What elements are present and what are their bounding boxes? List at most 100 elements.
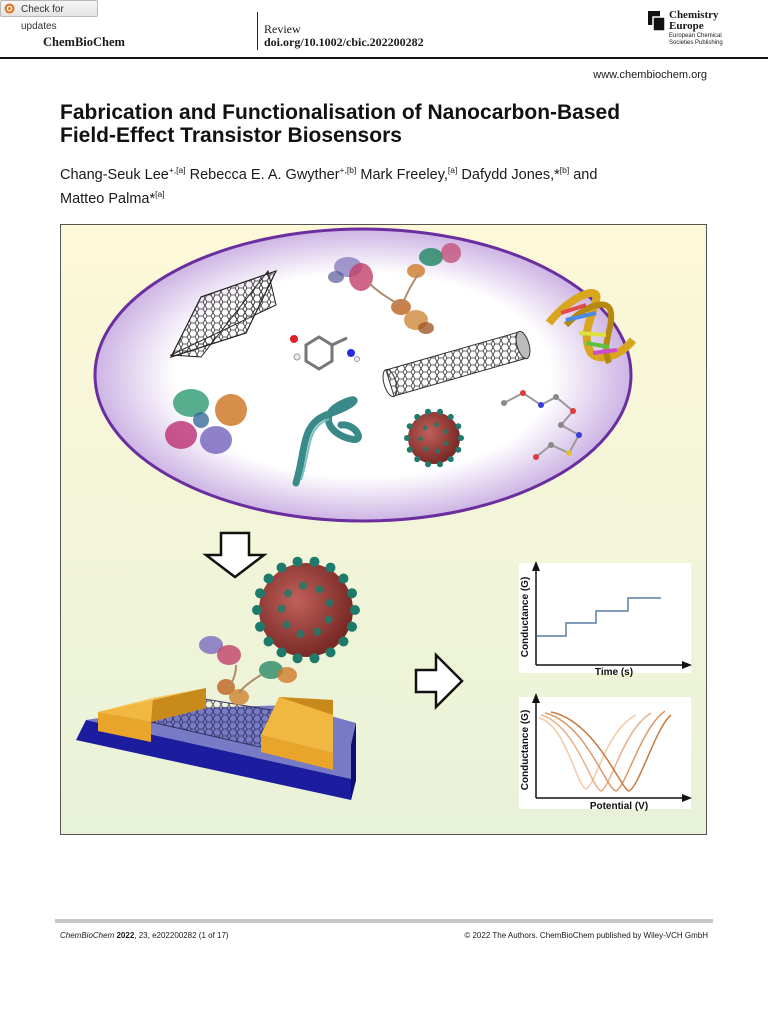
aptamer-ribbon <box>292 396 362 487</box>
author-name: Matteo Palma* <box>60 190 156 207</box>
virus-spike <box>404 435 410 441</box>
virus-spike <box>324 615 333 624</box>
small-molecule <box>290 335 360 371</box>
header-rule <box>0 57 768 59</box>
virus-spike <box>338 636 349 647</box>
footer-year: 2022 <box>116 931 135 940</box>
plot2-ylabel: Conductance (G) <box>520 710 531 791</box>
virus-spike <box>276 562 287 573</box>
virus-spike <box>425 461 431 468</box>
author-affiliation: [a] <box>447 165 458 175</box>
check-updates-icon <box>4 3 15 14</box>
virus-spike <box>313 627 322 636</box>
plot1-ylabel: Conductance (G) <box>520 577 531 658</box>
publisher-sub1: European Chemical <box>669 33 722 39</box>
author-affiliation: [b] <box>559 165 570 175</box>
antibody-protein <box>328 243 461 334</box>
conductance-potential-plot: Conductance (G) Potential (V) <box>519 693 692 812</box>
virus-spike <box>325 562 336 573</box>
virus-spike <box>296 629 305 638</box>
virus-spike <box>252 605 262 615</box>
down-arrow-icon <box>202 531 268 579</box>
journal-name: ChemBioChem <box>43 35 125 49</box>
virus-particle-large <box>252 556 360 664</box>
doi-link[interactable]: doi.org/10.1002/cbic.202200282 <box>264 35 424 49</box>
graphical-abstract-svg: Conductance (G) Time (s) Conductance (G)… <box>61 225 706 834</box>
virus-spike <box>406 423 413 430</box>
virus-spike <box>444 440 449 446</box>
author-name: Chang-Seuk Lee <box>60 166 169 183</box>
virus-spike <box>406 446 413 453</box>
graphical-abstract: Conductance (G) Time (s) Conductance (G)… <box>60 224 707 835</box>
virus-spike <box>309 653 320 664</box>
virus-spike <box>277 604 286 613</box>
virus-spike <box>347 621 357 632</box>
virus-spike <box>338 573 349 584</box>
virus-spike <box>255 621 265 632</box>
author-separator: and <box>569 166 598 183</box>
dna-helix <box>545 289 637 365</box>
author-name: Mark Freeley, <box>360 166 448 183</box>
title-line-1: Fabrication and Functionalisation of Nan… <box>60 101 621 124</box>
publisher-sub2: Societies Publishing <box>669 40 723 46</box>
virus-spike <box>284 589 293 598</box>
virus-spike <box>447 456 454 463</box>
virus-spike <box>437 461 443 468</box>
author-affiliation: +,[a] <box>168 165 186 175</box>
footer-rule <box>55 919 713 923</box>
virus-spike <box>276 647 287 658</box>
virus-spike <box>447 413 454 420</box>
publisher-line1: Chemistry <box>669 9 719 21</box>
virus-spike <box>299 581 307 590</box>
author-affiliation: +,[b] <box>339 165 357 175</box>
author-list: Chang-Seuk Lee+,[a] Rebecca E. A. Gwythe… <box>60 161 720 209</box>
virus-spike <box>263 573 274 584</box>
virus-spike <box>414 456 421 463</box>
right-arrow-icon <box>414 651 464 711</box>
virus-spike <box>309 556 320 567</box>
virus-spike <box>315 585 324 594</box>
footer-volume: , 23, e202200282 (1 of 17) <box>134 931 229 940</box>
peptide-molecule <box>501 390 582 460</box>
footer-journal: ChemBioChem <box>60 931 115 940</box>
virus-spike <box>455 423 462 430</box>
protein-cluster <box>165 389 247 454</box>
virus-spike <box>437 408 443 415</box>
virus-particle-small <box>404 408 464 468</box>
virus-spike <box>350 605 360 615</box>
title-line-2: Field-Effect Transistor Biosensors <box>60 124 402 147</box>
virus-spike <box>422 425 428 431</box>
author-affiliation: [a] <box>155 188 165 199</box>
virus-spike <box>255 588 265 599</box>
article-title: Fabrication and Functionalisation of Nan… <box>60 101 720 147</box>
fet-device <box>76 688 356 800</box>
virus-spike <box>414 413 421 420</box>
virus-spike <box>443 429 449 434</box>
conductance-time-plot: Conductance (G) Time (s) <box>519 561 692 678</box>
virus-spike <box>434 422 439 428</box>
graphene-sheet <box>169 269 278 359</box>
virus-spike <box>325 598 334 607</box>
plot2-xlabel: Potential (V) <box>590 801 648 812</box>
author-name: Dafydd Jones,* <box>461 166 560 183</box>
virus-spike <box>282 620 291 629</box>
check-for-updates-label: Check for updates <box>21 4 64 32</box>
virus-spike <box>418 436 423 442</box>
virus-spike <box>263 636 274 647</box>
carbon-nanotube <box>382 330 531 398</box>
journal-website-link[interactable]: www.chembiochem.org <box>593 69 707 81</box>
virus-spike <box>435 448 440 454</box>
virus-spike <box>425 408 431 415</box>
virus-spike <box>292 556 303 567</box>
chemistry-europe-logo-icon <box>648 11 665 31</box>
footer-citation: ChemBioChem 2022, 23, e202200282 (1 of 1… <box>60 931 229 940</box>
publisher-logo-subtitle: European Chemical Societies Publishing <box>669 33 723 47</box>
virus-spike <box>423 446 429 452</box>
virus-spike <box>458 435 464 441</box>
virus-spike <box>292 653 303 664</box>
check-for-updates-button[interactable]: Check for updates <box>0 0 98 32</box>
author-name: Rebecca E. A. Gwyther <box>189 166 340 183</box>
publisher-line2: Europe <box>669 20 704 32</box>
plot1-xlabel: Time (s) <box>595 667 633 678</box>
virus-spike <box>347 588 357 599</box>
